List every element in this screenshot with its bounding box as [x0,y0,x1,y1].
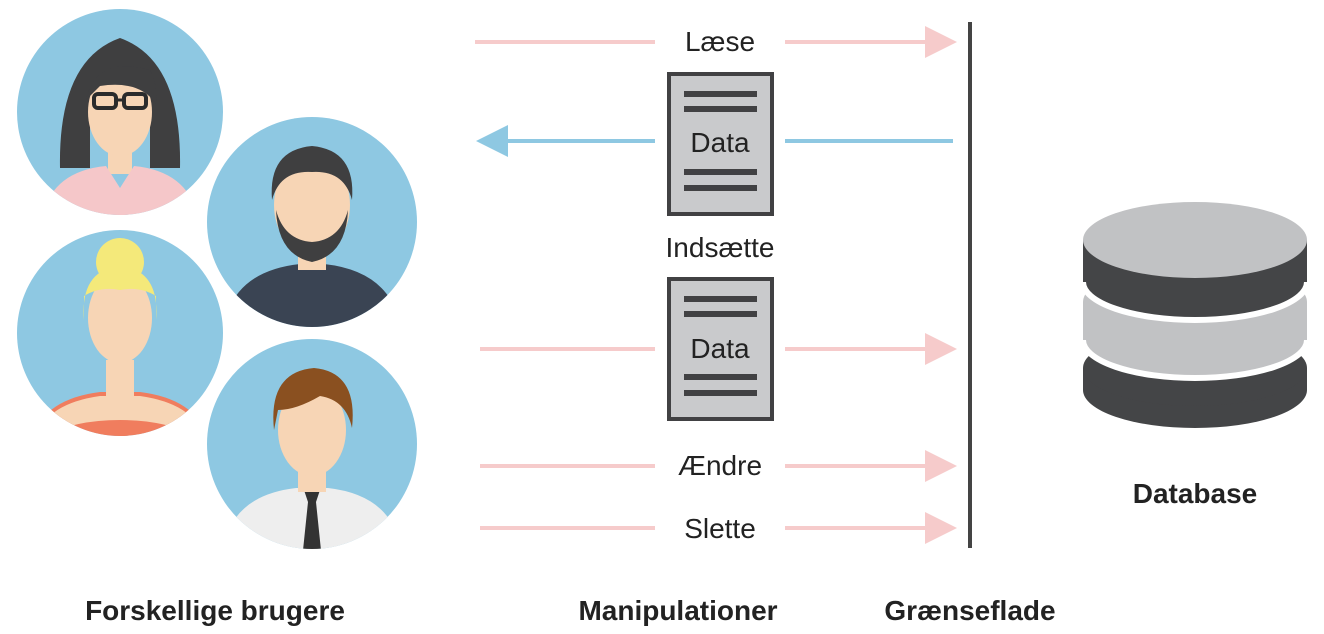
change-arrow [480,450,957,482]
businessman-avatar [207,339,417,549]
delete-label: Slette [684,513,756,544]
data-doc-top-label: Data [690,127,750,158]
insert-arrow [480,333,957,365]
change-label: Ændre [678,450,762,481]
delete-arrow [480,512,957,544]
read-arrow [475,26,957,58]
database-icon [1080,202,1310,428]
manipulations-caption: Manipulationer [578,595,777,626]
data-document-bottom [667,277,774,421]
users-caption: Forskellige brugere [85,595,345,626]
woman-glasses-avatar [17,9,223,215]
return-arrow [476,125,953,157]
interface-caption: Grænseflade [884,595,1055,626]
read-label: Læse [685,26,755,57]
bearded-man-avatar [207,117,417,327]
database-label: Database [1133,478,1258,509]
blonde-woman-avatar [17,230,223,436]
insert-label: Indsætte [666,232,775,263]
data-document-top [667,72,774,216]
data-doc-bottom-label: Data [690,333,750,364]
